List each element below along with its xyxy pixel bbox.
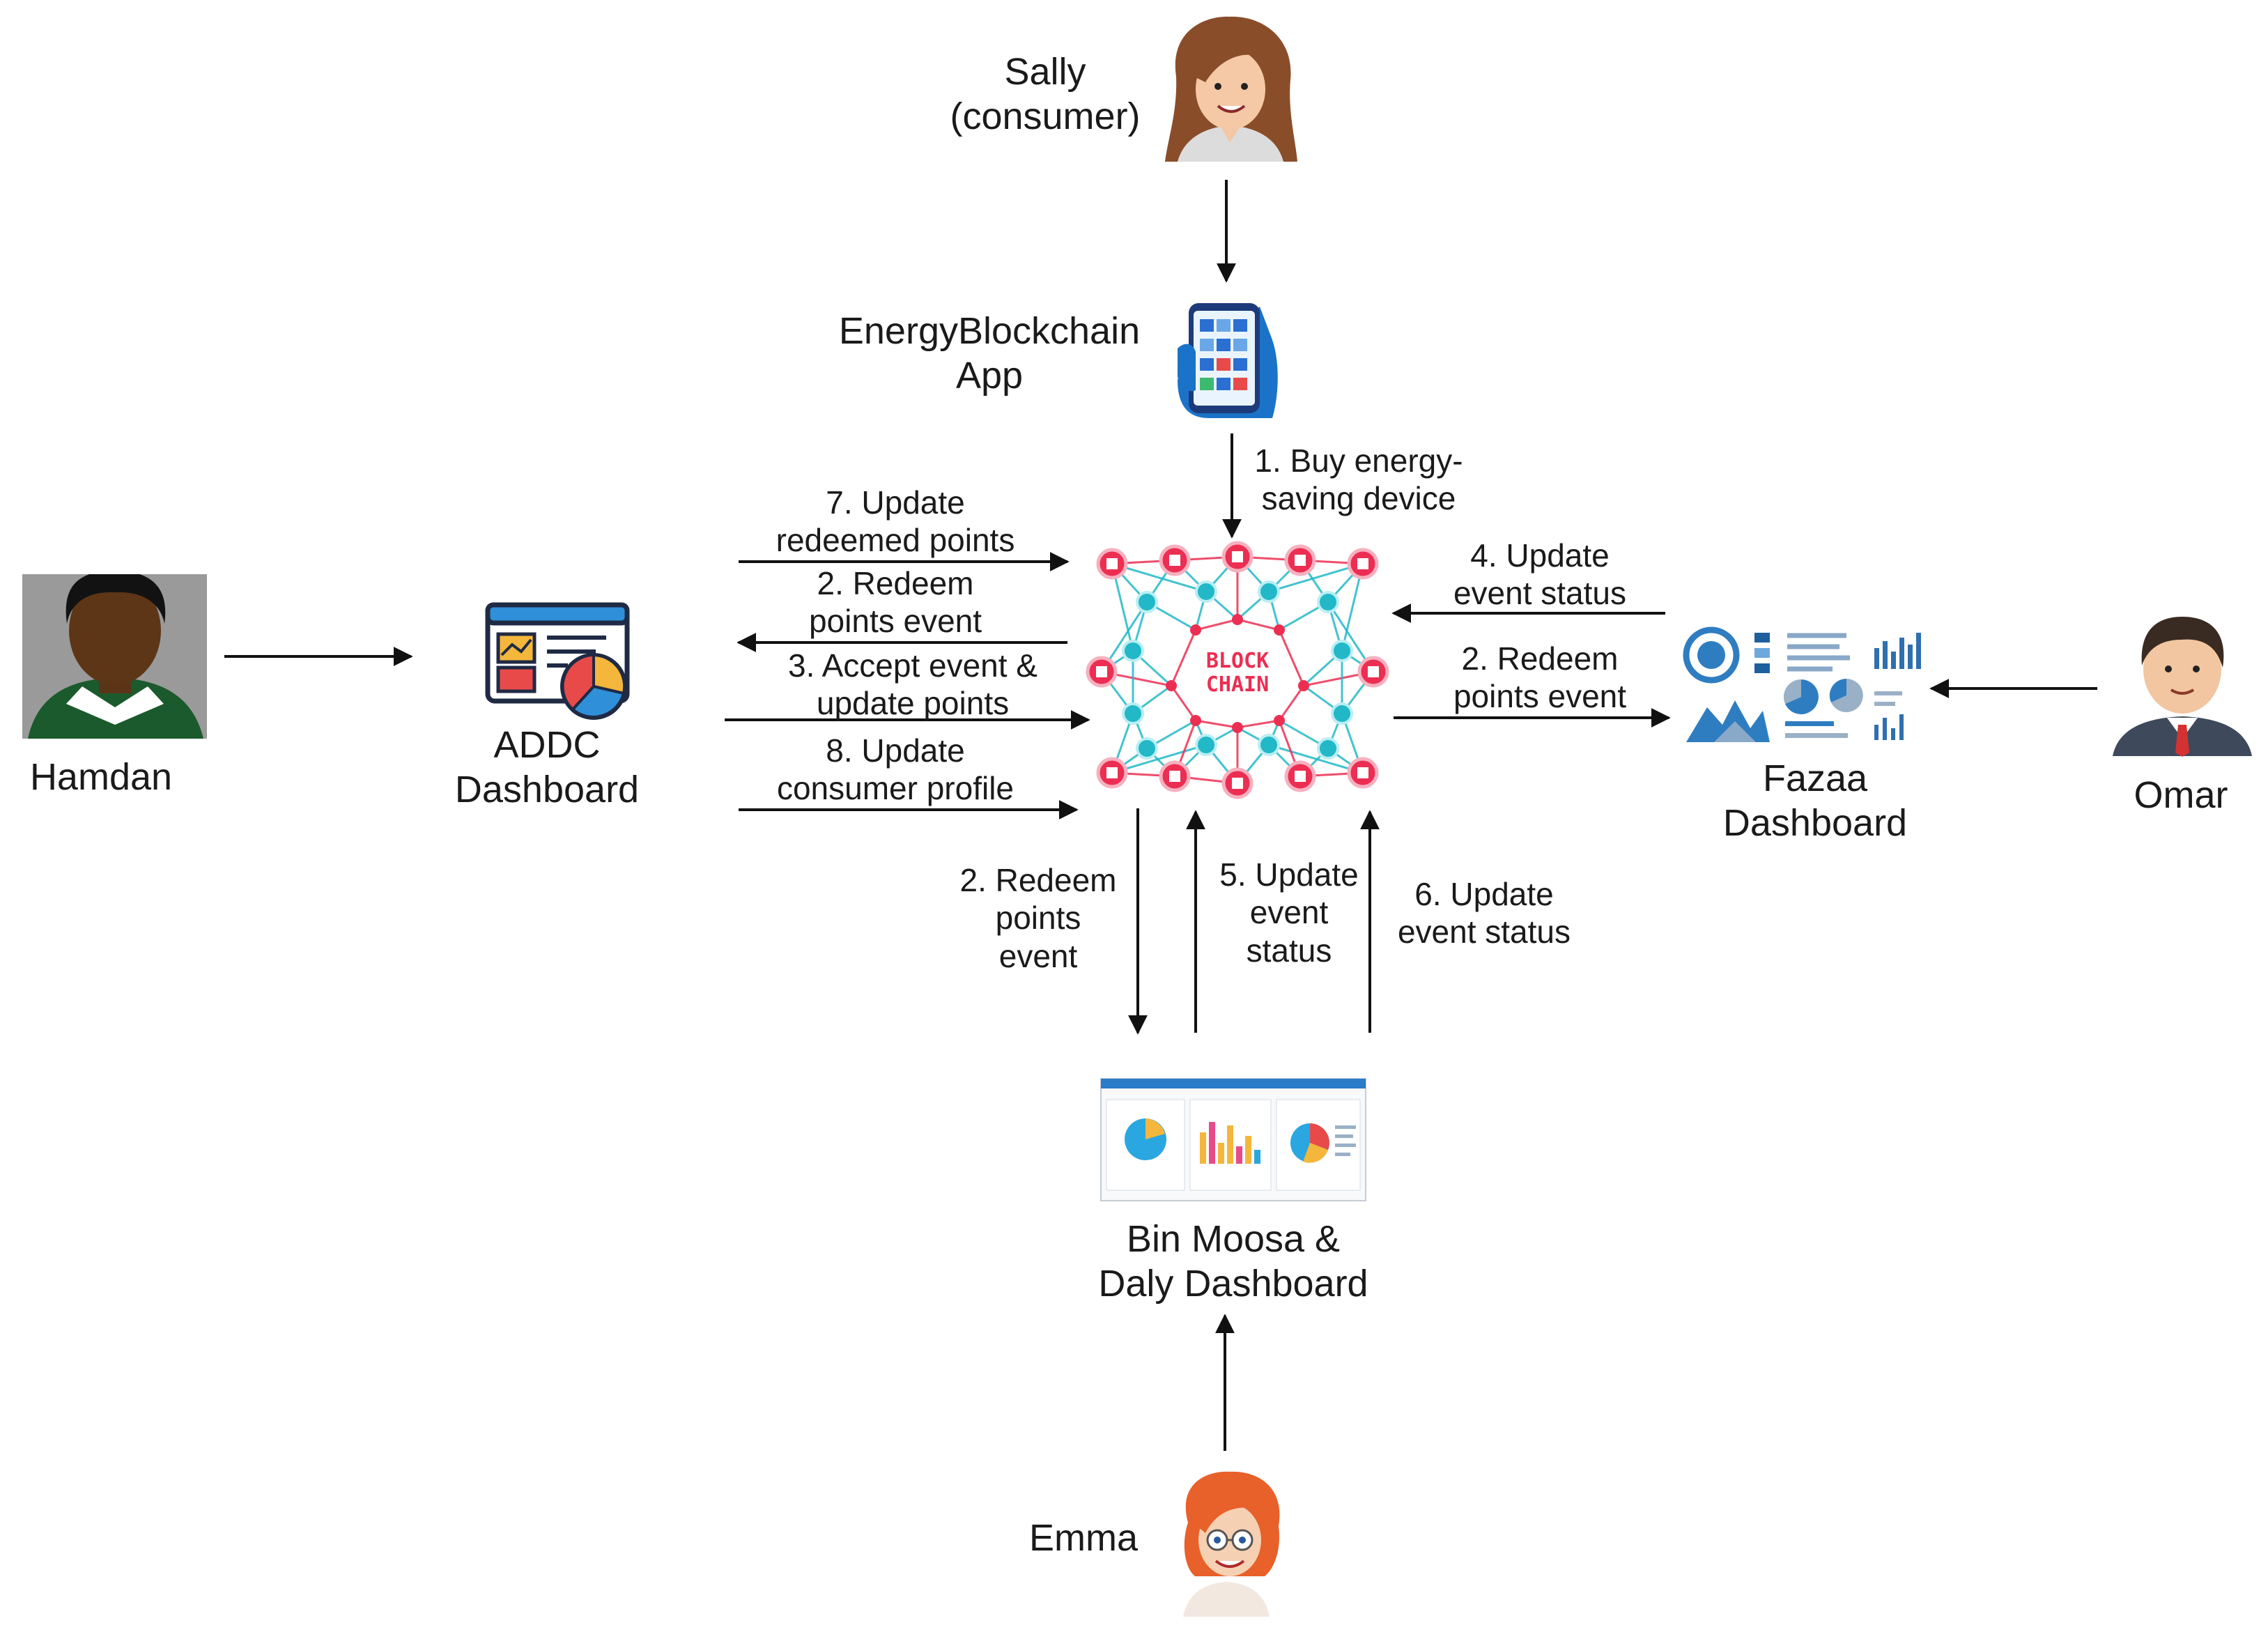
omar-avatar <box>2113 617 2252 757</box>
blockchain-node <box>1190 715 1201 726</box>
blockchain-link <box>1278 629 1305 686</box>
blockchain-node <box>1298 680 1309 691</box>
binmoosa-label: Bin Moosa & Daly Dashboard <box>1098 1218 1368 1305</box>
addc-label: ADDC Dashboard <box>454 724 640 810</box>
blockchain-node <box>1232 614 1243 625</box>
blockchain-node-block-icon <box>1106 558 1118 569</box>
blockchain-node <box>1166 680 1177 691</box>
blockchain-node <box>1258 734 1280 756</box>
blockchain-node <box>1274 624 1285 636</box>
blockchain-node-block-icon <box>1232 778 1243 789</box>
blockchain-node <box>1258 580 1280 603</box>
arrows <box>224 180 2097 1451</box>
blockchain-link <box>1237 719 1280 729</box>
fazaa-dashboard-icon <box>1683 626 1921 742</box>
sally-avatar <box>1165 16 1297 162</box>
blockchain-link <box>1111 744 1207 774</box>
edge-label-addc-redeem: 2. Redeem points event <box>808 565 982 640</box>
edge-label-fazaa-update: 4. Update event status <box>1453 537 1627 612</box>
fazaa-label: Fazaa Dashboard <box>1722 757 1908 844</box>
blockchain-label-line2: CHAIN <box>1206 672 1269 697</box>
edge-label-bm-update6: 6. Update event status <box>1397 876 1571 951</box>
blockchain-link <box>1237 618 1280 631</box>
blockchain-node <box>1195 734 1217 756</box>
blockchain-link <box>1111 562 1207 593</box>
edge-label-buy: 1. Buy energy- saving device <box>1254 443 1463 517</box>
sally-label: Sally (consumer) <box>950 51 1141 137</box>
blockchain-link <box>1278 685 1305 721</box>
edge-label-addc-update-redeemed: 7. Update redeemed points <box>776 484 1015 559</box>
blockchain-link <box>1195 618 1238 631</box>
blockchain-node <box>1190 624 1201 636</box>
hamdan-label: Hamdan <box>29 756 173 798</box>
blockchain-link <box>1170 685 1197 721</box>
blockchain-node <box>1274 715 1285 726</box>
omar-label: Omar <box>2134 774 2228 816</box>
blockchain-node <box>1122 640 1144 662</box>
edge-label-addc-profile: 8. Update consumer profile <box>776 732 1015 807</box>
blockchain-node-block-icon <box>1357 767 1368 778</box>
blockchain-node <box>1317 591 1339 613</box>
blockchain-node-block-icon <box>1295 555 1306 566</box>
phone-app-icon <box>1178 303 1278 418</box>
blockchain-node <box>1122 702 1144 725</box>
blockchain-node <box>1331 640 1353 662</box>
blockchain-label-line1: BLOCK <box>1206 649 1269 673</box>
blockchain-link <box>1170 629 1197 686</box>
emma-avatar <box>1183 1471 1280 1617</box>
blockchain-node-block-icon <box>1368 666 1379 677</box>
app-label: EnergyBlockchain App <box>838 310 1141 397</box>
blockchain-node-block-icon <box>1106 767 1118 778</box>
binmoosa-dashboard-screenshot <box>1100 1078 1366 1201</box>
blockchain-node-block-icon <box>1295 771 1306 782</box>
blockchain-node <box>1136 737 1158 760</box>
blockchain-link <box>1268 562 1364 593</box>
blockchain-node <box>1136 591 1158 613</box>
blockchain-link <box>1195 719 1238 729</box>
blockchain-node <box>1331 702 1353 725</box>
blockchain-node-block-icon <box>1169 555 1180 566</box>
blockchain-node-block-icon <box>1357 558 1368 569</box>
blockchain-node <box>1317 737 1339 760</box>
blockchain-node-block-icon <box>1096 666 1107 677</box>
edge-label-addc-accept: 3. Accept event & update points <box>787 647 1037 722</box>
blockchain-link <box>1268 744 1364 774</box>
edge-label-fazaa-redeem: 2. Redeem points event <box>1453 640 1627 715</box>
emma-label: Emma <box>1028 1517 1138 1559</box>
blockchain-node-block-icon <box>1232 551 1243 562</box>
hamdan-avatar <box>22 574 207 739</box>
blockchain-node <box>1195 580 1217 603</box>
blockchain-network: BLOCK CHAIN <box>1086 541 1389 799</box>
edge-label-bm-redeem: 2. Redeem points event <box>959 862 1117 974</box>
blockchain-node <box>1232 722 1243 733</box>
blockchain-node-block-icon <box>1169 771 1180 782</box>
edge-label-bm-update5: 5. Update event status <box>1219 856 1359 969</box>
addc-dashboard-icon <box>485 602 630 720</box>
